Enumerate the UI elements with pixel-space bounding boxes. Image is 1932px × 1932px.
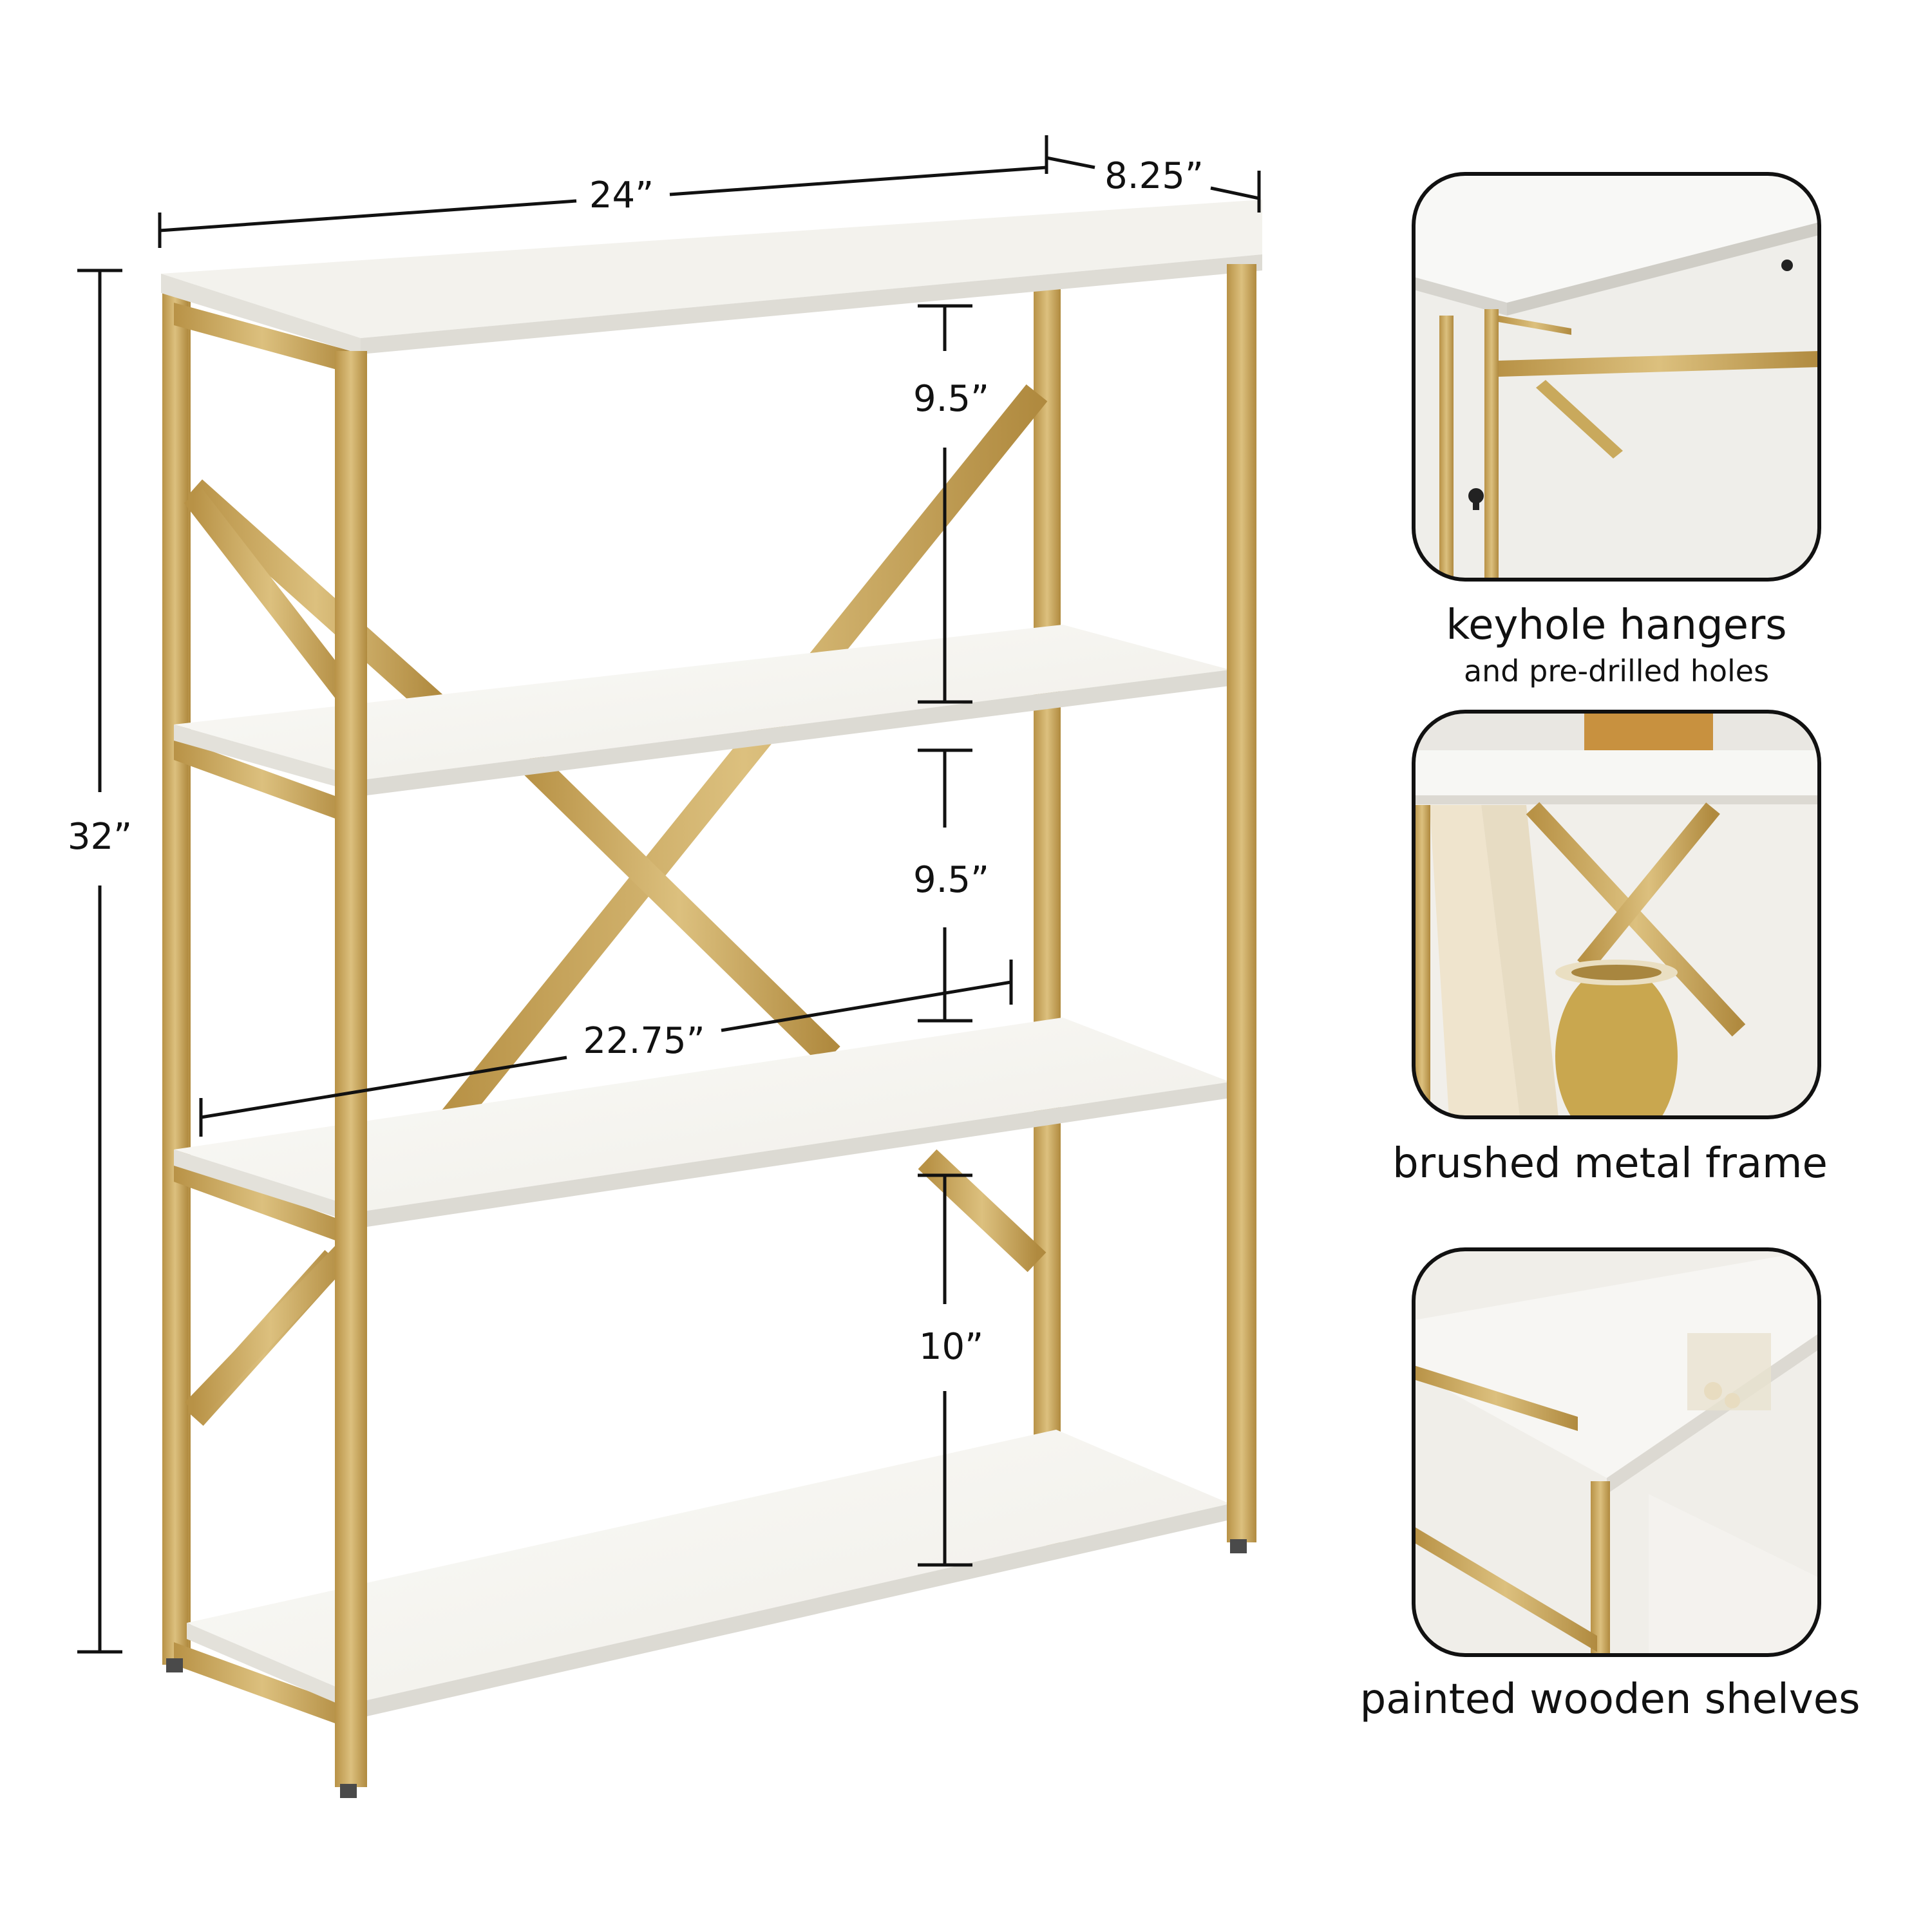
shelf-top bbox=[161, 200, 1262, 354]
bookshelf-illustration bbox=[161, 200, 1262, 1798]
side-rungs bbox=[174, 303, 351, 1729]
dimension-labels: 24” 8.25” 32” 9.5” 9.5” 10” 22.75” bbox=[68, 155, 1204, 1368]
feature-caption-shelves: painted wooden shelves bbox=[1360, 1676, 1861, 1723]
dim-height-label: 32” bbox=[68, 816, 132, 858]
feature-subcaption-keyhole: and pre-drilled holes bbox=[1464, 654, 1769, 688]
feature-caption-frame: brushed metal frame bbox=[1392, 1140, 1828, 1188]
feet bbox=[166, 1539, 1247, 1798]
back-right-post bbox=[1034, 283, 1061, 1546]
dimension-lines bbox=[77, 135, 1261, 1654]
dim-inner-width-label: 22.75” bbox=[583, 1020, 705, 1062]
detail-inset-shelves bbox=[1412, 1247, 1821, 1657]
feature-caption-keyhole: keyhole hangers bbox=[1446, 601, 1786, 649]
side-left-rear-post bbox=[162, 293, 188, 1665]
dim-depth-label: 8.25” bbox=[1104, 155, 1204, 197]
shelf-third bbox=[174, 1018, 1230, 1227]
inset-frame-2 bbox=[1412, 710, 1821, 1119]
side-diagonal-braces bbox=[184, 488, 357, 1419]
detail-inset-frame bbox=[1412, 710, 1821, 1119]
inset-frame-1 bbox=[1412, 172, 1821, 582]
detail-inset-keyhole bbox=[1412, 172, 1821, 582]
shelf-bottom bbox=[187, 1430, 1230, 1716]
dim-width-label: 24” bbox=[589, 175, 654, 216]
inset-frame-3 bbox=[1412, 1247, 1821, 1657]
dim-gap1-label: 9.5” bbox=[913, 378, 989, 420]
shelf-second bbox=[174, 625, 1230, 795]
dim-gap3-label: 10” bbox=[919, 1326, 983, 1368]
dim-gap2-label: 9.5” bbox=[913, 859, 989, 901]
